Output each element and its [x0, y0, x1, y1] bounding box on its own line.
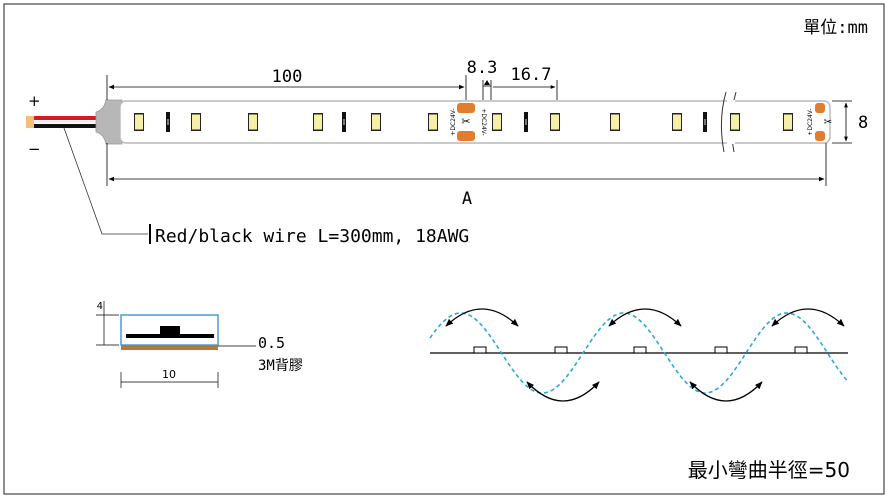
negative-sign: − [28, 140, 41, 158]
bend-led-markers [473, 346, 808, 354]
led [248, 113, 258, 131]
led-strip: ✂ +DC24V- +DC24V- ✂ +DC24V- [119, 91, 832, 153]
led [672, 113, 682, 131]
thickness-label: 0.5 [258, 334, 285, 352]
solder-pad [457, 131, 475, 141]
dim-label-8: 8 [858, 113, 868, 133]
solder-pad [815, 103, 825, 113]
led [783, 113, 793, 131]
resistor [703, 112, 707, 132]
wire-tip [26, 116, 34, 128]
dim-segment-length: 100 [106, 67, 467, 100]
dim-cut-gap: 8.3 [467, 58, 498, 100]
led [191, 113, 201, 131]
dim-led-pitch: 16.7 [493, 65, 558, 100]
bend-arrow-up [608, 308, 682, 327]
cut-point-middle: ✂ +DC24V- +DC24V- [450, 103, 487, 141]
pcb-layer [126, 334, 214, 338]
cut-point-end: ✂ +DC24V- [807, 103, 832, 141]
led [492, 113, 502, 131]
bend-radius-note: 最小彎曲半徑=50 [688, 458, 850, 482]
resistor [524, 112, 528, 132]
resistor [166, 112, 170, 132]
pad-label-end: +DC24V- [807, 108, 814, 135]
resistor-group [166, 112, 707, 132]
cross-height-label: 4 [97, 301, 103, 312]
bend-arrows [445, 308, 845, 402]
wire-lead [26, 99, 123, 145]
led [730, 113, 740, 131]
drawing-frame [3, 3, 885, 495]
resistor [342, 112, 346, 132]
pad-label-right: +DC24V- [480, 108, 487, 135]
dim-label-100: 100 [272, 67, 303, 87]
dim-strip-width: 8 [832, 100, 868, 144]
scissors-icon: ✂ [824, 117, 832, 128]
led [428, 113, 438, 131]
dim-total-length: A [106, 143, 827, 209]
adhesive-label: 3M背膠 [258, 358, 303, 374]
bend-arrow-down [689, 381, 763, 402]
unit-label: 單位:mm [803, 18, 868, 38]
bend-led-marker [714, 346, 728, 354]
strip-outline [119, 100, 831, 144]
break-mark-1 [720, 91, 727, 153]
led [371, 113, 381, 131]
led-profile [160, 326, 180, 335]
bend-arrow-up [445, 308, 519, 327]
wire-sleeve [95, 99, 123, 145]
bend-diagram [429, 308, 849, 402]
solder-pad [457, 103, 475, 113]
dim-label-8-3: 8.3 [467, 58, 498, 78]
bend-arrow-down [526, 381, 600, 402]
solder-pad [815, 131, 825, 141]
scissors-icon: ✂ [461, 115, 470, 128]
bend-arrow-up [771, 308, 845, 327]
wire-leader-line [63, 127, 148, 235]
pad-label-left: +DC24V- [450, 108, 457, 135]
led [134, 113, 144, 131]
cross-section: 4 10 0.5 3M背膠 [96, 301, 303, 388]
bend-led-marker [633, 346, 647, 354]
positive-sign: + [28, 92, 41, 110]
bend-led-marker [473, 346, 487, 354]
dim-label-16-7: 16.7 [511, 65, 552, 85]
cross-width-label: 10 [162, 368, 176, 381]
led-group [134, 113, 793, 131]
dim-label-a: A [462, 189, 472, 209]
bend-led-marker [794, 346, 808, 354]
led [550, 113, 560, 131]
wire-note: Red/black wire L=300mm, 18AWG [155, 226, 469, 247]
led [610, 113, 620, 131]
adhesive-layer [121, 345, 218, 350]
led [313, 113, 323, 131]
bend-led-marker [554, 346, 568, 354]
